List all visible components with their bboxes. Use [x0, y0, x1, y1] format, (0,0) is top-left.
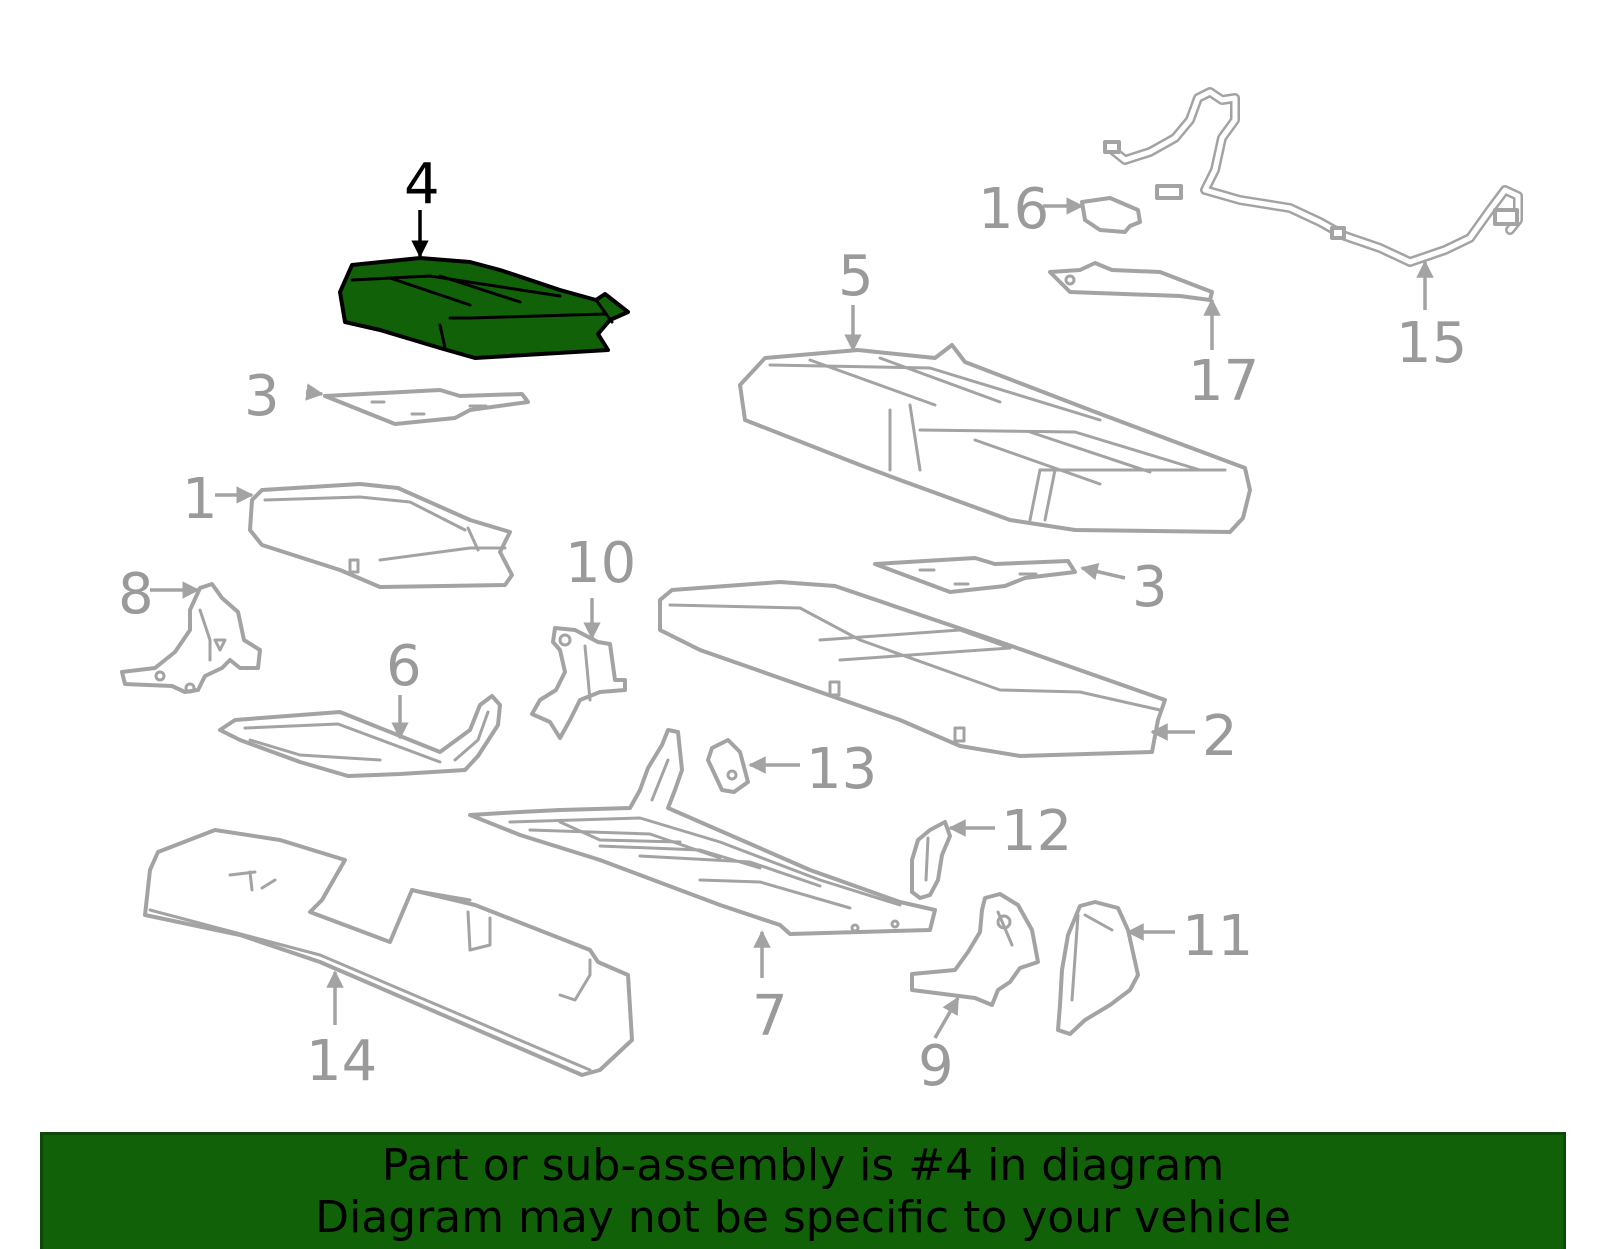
part-5-main-cushion — [738, 343, 1252, 534]
part-9-hinge-bracket — [910, 892, 1040, 1007]
callout-13[interactable]: 13 — [806, 737, 877, 802]
leader-lines — [150, 197, 1434, 1039]
part-14-under-panel — [143, 828, 634, 1077]
callout-labels: 4 3 1 8 10 6 5 3 2 13 12 11 7 9 14 15 16… — [118, 152, 1467, 1099]
callout-2[interactable]: 2 — [1202, 704, 1238, 769]
callout-8[interactable]: 8 — [118, 562, 154, 627]
part-3-left-plate — [323, 388, 530, 426]
callout-11[interactable]: 11 — [1182, 904, 1253, 969]
info-banner: Part or sub-assembly is #4 in diagram Di… — [40, 1132, 1566, 1249]
part-1-cushion — [248, 482, 514, 589]
callout-1[interactable]: 1 — [182, 467, 218, 532]
callout-14[interactable]: 14 — [306, 1029, 377, 1094]
part-7-seat-frame — [468, 728, 937, 936]
part-16-bracket — [1080, 196, 1142, 234]
banner-line-2: Diagram may not be specific to your vehi… — [315, 1192, 1291, 1243]
callout-16[interactable]: 16 — [978, 177, 1049, 242]
part-3-right-plate — [873, 556, 1077, 594]
callout-3-right[interactable]: 3 — [1132, 555, 1168, 620]
part-17-bracket — [1048, 261, 1214, 302]
callout-7[interactable]: 7 — [752, 984, 788, 1049]
banner-line-1: Part or sub-assembly is #4 in diagram — [381, 1140, 1225, 1191]
part-6-tray-frame — [218, 694, 502, 778]
part-8-hinge-bracket — [120, 582, 262, 694]
callout-10[interactable]: 10 — [565, 531, 636, 596]
callout-12[interactable]: 12 — [1001, 799, 1072, 864]
part-10-bracket — [530, 626, 627, 740]
part-4-body — [338, 256, 630, 360]
callout-4[interactable]: 4 — [404, 152, 440, 217]
callout-17[interactable]: 17 — [1188, 349, 1259, 414]
callout-6[interactable]: 6 — [386, 634, 422, 699]
part-2-cushion-frame — [658, 580, 1167, 758]
callout-3-left[interactable]: 3 — [244, 364, 280, 429]
callout-15[interactable]: 15 — [1396, 311, 1467, 376]
part-4-seat-cushion-pad[interactable] — [338, 256, 630, 360]
callout-5[interactable]: 5 — [838, 244, 874, 309]
part-15-wire-harness — [1103, 87, 1523, 267]
part-13-clip — [706, 738, 750, 794]
part-12-trim-cover — [910, 820, 952, 900]
callout-9[interactable]: 9 — [918, 1034, 954, 1099]
part-11-trim-cover — [1056, 900, 1140, 1036]
